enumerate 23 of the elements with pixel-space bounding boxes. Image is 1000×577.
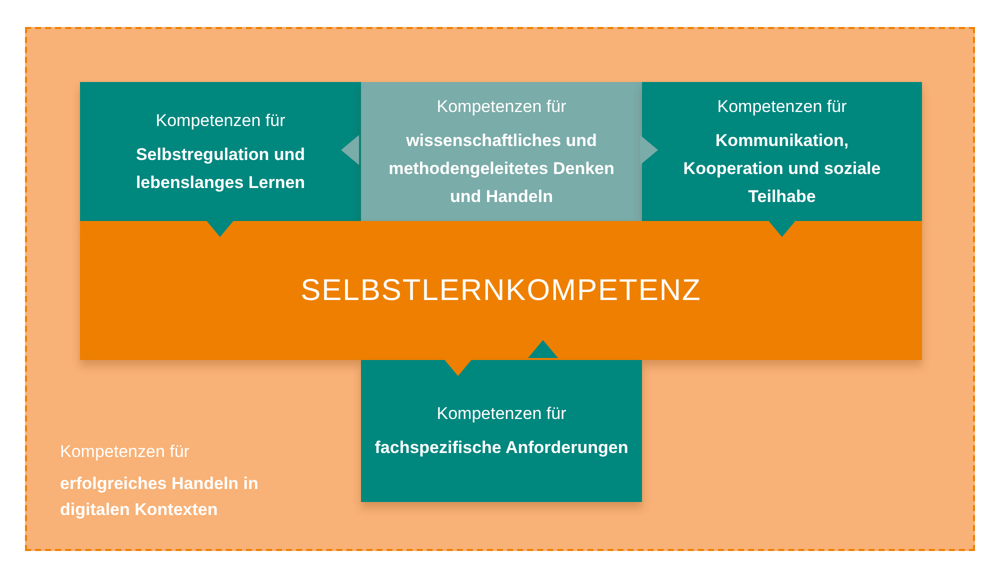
pointer-arrow <box>341 135 359 165</box>
box-heading: Kompetenzen für <box>716 96 848 118</box>
pointer-arrow <box>767 219 797 237</box>
core-band <box>80 221 922 360</box>
box-heading: Kompetenzen für <box>436 403 566 425</box>
pointer-arrow <box>205 219 235 237</box>
region-title: erfolgreiches Handeln in digitalen Kontexten <box>60 473 260 521</box>
box-heading: Kompetenzen für <box>436 96 566 118</box>
pointer-arrow <box>640 135 658 165</box>
competence-box <box>642 82 922 221</box>
box-title: Kommunikation, Kooperation und soziale Teilhabe <box>682 130 882 208</box>
band-title: SELBSTLERNKOMPETENZ <box>300 276 702 304</box>
box-title: fachspezifische Anforderungen <box>374 437 628 459</box>
pointer-arrow <box>443 358 473 376</box>
dashed-region <box>25 27 975 551</box>
competence-box <box>361 360 642 502</box>
region-heading: Kompetenzen für <box>60 441 190 463</box>
pointer-arrow <box>528 340 558 358</box>
box-heading: Kompetenzen für <box>156 110 286 132</box>
box-title: wissenschaftliches und methodengeleitetes Denken und Handeln <box>388 130 616 208</box>
competence-box <box>80 82 361 221</box>
competence-box <box>361 82 642 221</box>
box-title: Selbstregulation und lebenslanges Lernen <box>134 144 306 194</box>
